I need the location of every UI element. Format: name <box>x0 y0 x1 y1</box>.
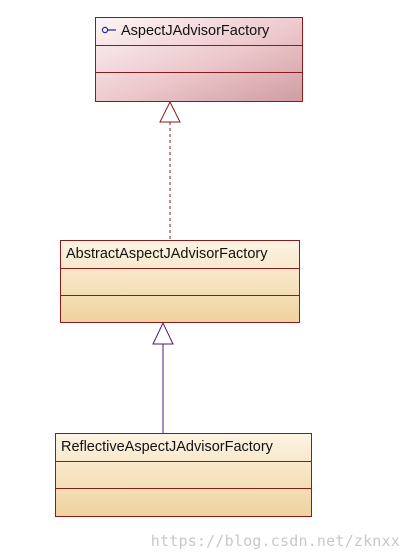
abstract-operations-compartment <box>61 295 299 321</box>
generalization-arrowhead <box>152 321 174 345</box>
realization-arrowhead <box>159 100 181 123</box>
concrete-class-header: ReflectiveAspectJAdvisorFactory <box>56 434 311 462</box>
concrete-operations-compartment <box>56 488 311 514</box>
abstract-class-box[interactable]: AbstractAspectJAdvisorFactory <box>60 240 300 323</box>
interface-class-header: AspectJAdvisorFactory <box>96 18 302 46</box>
abstract-class-name: AbstractAspectJAdvisorFactory <box>66 246 268 262</box>
watermark-text: https://blog.csdn.net/zknxx <box>150 532 400 550</box>
abstract-attributes-compartment <box>61 269 299 295</box>
interface-attributes-compartment <box>96 46 302 72</box>
abstract-class-header: AbstractAspectJAdvisorFactory <box>61 241 299 269</box>
interface-class-box[interactable]: AspectJAdvisorFactory <box>95 17 303 102</box>
interface-operations-compartment <box>96 72 302 98</box>
concrete-class-box[interactable]: ReflectiveAspectJAdvisorFactory <box>55 433 312 517</box>
concrete-attributes-compartment <box>56 462 311 488</box>
concrete-class-name: ReflectiveAspectJAdvisorFactory <box>61 439 273 455</box>
interface-lollipop-icon <box>101 26 116 34</box>
interface-class-name: AspectJAdvisorFactory <box>121 23 270 39</box>
